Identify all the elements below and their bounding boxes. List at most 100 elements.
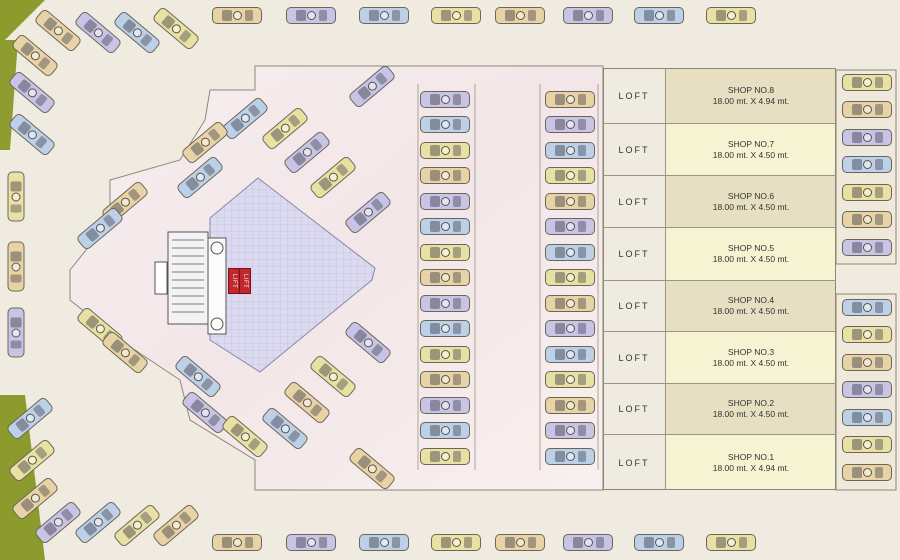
car-wheel-icon <box>380 10 389 20</box>
car-icon <box>212 533 262 551</box>
car-icon <box>100 329 150 375</box>
car-wheel-icon <box>301 395 314 409</box>
car-icon <box>308 154 358 200</box>
car-icon <box>420 269 470 286</box>
car-wheel-icon <box>566 171 575 180</box>
car-icon <box>151 502 201 548</box>
loft-label: LOFT <box>603 281 666 331</box>
car-wheel-icon <box>192 369 205 383</box>
car-icon <box>7 307 25 357</box>
car-wheel-icon <box>863 357 872 367</box>
car-icon <box>545 422 595 439</box>
stair-treads <box>172 239 204 313</box>
car-wheel-icon <box>52 515 65 529</box>
car-wheel-icon <box>307 537 316 547</box>
car-icon <box>842 73 892 91</box>
car-icon <box>431 6 481 24</box>
car-icon <box>563 6 613 24</box>
car-icon <box>420 396 470 414</box>
car-wheel-icon <box>452 10 461 20</box>
lift-label: LIFT <box>242 273 248 289</box>
car-wheel-icon <box>566 324 575 333</box>
car-wheel-icon <box>566 273 575 282</box>
stair-well <box>167 231 209 325</box>
stair-landing <box>154 261 168 295</box>
car-icon <box>842 298 892 316</box>
shop-fill-4 <box>666 280 835 331</box>
car-icon <box>343 189 393 235</box>
car-wheel-icon <box>26 453 39 467</box>
central-core <box>209 177 376 373</box>
car-wheel-icon <box>11 192 21 201</box>
shop-name: SHOP NO.7 <box>727 138 775 149</box>
loft-label: LOFT <box>603 332 666 383</box>
car-icon <box>842 156 892 173</box>
parking-bay-lines <box>417 84 599 470</box>
car-wheel-icon <box>441 120 450 129</box>
car-icon <box>420 141 470 159</box>
car-icon <box>260 405 310 451</box>
car-icon <box>545 90 595 108</box>
car-icon <box>212 6 262 24</box>
car-wheel-icon <box>92 25 105 39</box>
shop-name: SHOP NO.3 <box>727 346 775 357</box>
car-wheel-icon <box>863 242 872 252</box>
car-wheel-icon <box>441 298 450 308</box>
car-wheel-icon <box>655 537 664 547</box>
car-icon <box>7 437 57 483</box>
car-wheel-icon <box>566 196 575 206</box>
car-wheel-icon <box>279 421 292 435</box>
car-wheel-icon <box>170 21 183 35</box>
lift-label: LIFT <box>231 273 237 289</box>
shop-fill-5 <box>666 227 835 280</box>
car-icon <box>420 243 470 261</box>
car-wheel-icon <box>441 451 450 461</box>
car-wheel-icon <box>516 537 525 547</box>
car-icon <box>308 353 358 399</box>
car-wheel-icon <box>301 145 314 159</box>
car-wheel-icon <box>307 10 316 20</box>
car-wheel-icon <box>362 205 375 219</box>
car-icon <box>347 63 397 109</box>
car-icon <box>545 269 595 286</box>
car-wheel-icon <box>52 23 65 37</box>
car-wheel-icon <box>199 135 212 149</box>
car-icon <box>5 395 55 441</box>
car-wheel-icon <box>366 79 379 93</box>
car-icon <box>343 319 393 365</box>
shop-fill-6 <box>666 175 835 227</box>
car-wheel-icon <box>94 221 107 235</box>
car-wheel-icon <box>441 426 450 435</box>
car-wheel-icon <box>92 515 105 529</box>
loft-label: LOFT <box>603 176 666 227</box>
car-wheel-icon <box>441 171 450 180</box>
car-icon <box>842 211 892 228</box>
car-icon <box>545 396 595 414</box>
car-icon <box>545 141 595 159</box>
car-icon <box>286 6 336 24</box>
shop-size: 18.00 mt. X 4.50 mt. <box>712 357 790 368</box>
car-icon <box>706 6 756 24</box>
car-icon <box>842 408 892 426</box>
car-wheel-icon <box>863 412 872 422</box>
car-icon <box>842 463 892 481</box>
car-icon <box>420 371 470 388</box>
car-wheel-icon <box>863 160 872 169</box>
car-icon <box>545 167 595 184</box>
car-icon <box>359 6 409 24</box>
car-icon <box>634 533 684 551</box>
car-icon <box>420 422 470 439</box>
car-wheel-icon <box>566 222 575 231</box>
car-icon <box>495 533 545 551</box>
lobby-column <box>210 241 224 255</box>
